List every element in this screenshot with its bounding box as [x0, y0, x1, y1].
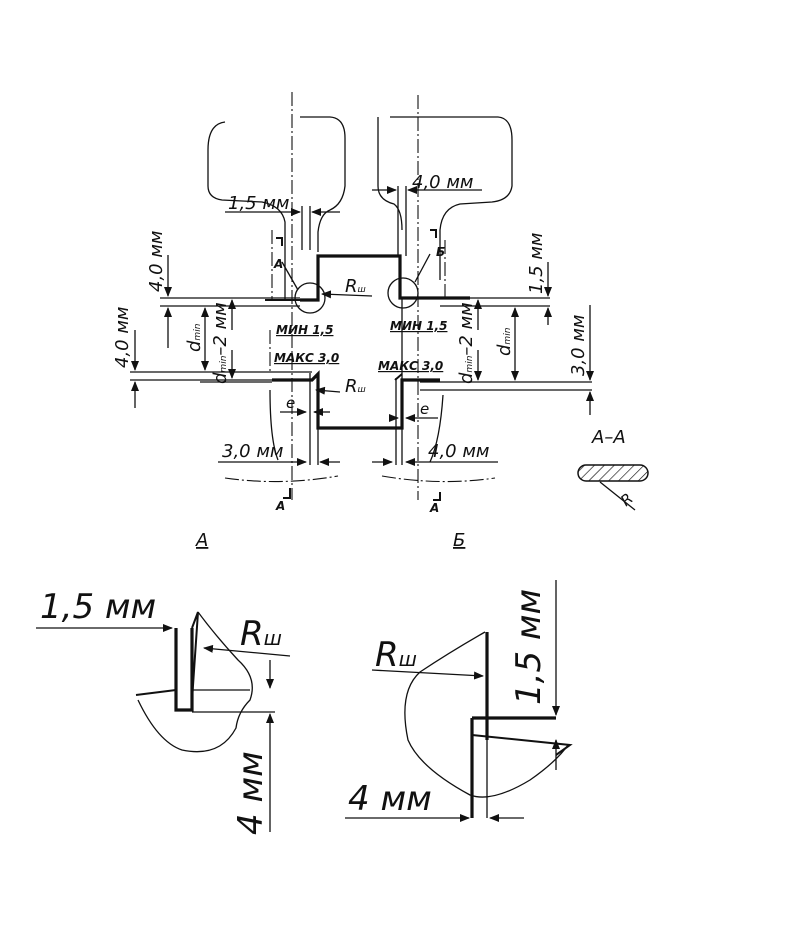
callout-b: Б — [436, 245, 445, 259]
e-right: e — [420, 400, 429, 418]
section-radius: R — [617, 489, 637, 509]
view-label-b: Б — [453, 530, 465, 551]
e-left: e — [286, 394, 295, 412]
dim-4-0-top: 4,0 мм — [412, 172, 474, 193]
detail-b-radius: Rш — [375, 635, 417, 675]
detail-b-dim-4: 4 мм — [348, 779, 432, 819]
label-min-left: МИН 1,5 — [276, 323, 333, 337]
callout-a: A — [273, 257, 283, 271]
detail-a-radius: Rш — [240, 614, 282, 654]
flangeway-profile — [265, 254, 470, 465]
r-upper: Rш — [345, 276, 366, 297]
view-label-a: А — [195, 530, 208, 551]
dim-3-0-bottom: 3,0 мм — [222, 441, 284, 462]
label-min-right: МИН 1,5 — [390, 319, 447, 333]
section-mark-right: A — [429, 501, 439, 515]
rail-right-outline — [377, 116, 513, 463]
detail-a-drawing — [36, 611, 291, 832]
dim-4-0-far-left-vertical: 4,0 мм — [112, 306, 133, 368]
dim-dmin-right: dmin — [494, 327, 515, 356]
dimension-lines — [130, 186, 594, 501]
rail-left-outline — [207, 116, 346, 461]
detail-a-dim-4: 4 мм — [231, 751, 271, 835]
dim-4-0-left-vertical: 4,0 мм — [146, 230, 167, 292]
dim-1-5-left: 1,5 мм — [228, 193, 290, 214]
dim-4-0-bottom: 4,0 мм — [428, 441, 490, 462]
r-lower: Rш — [345, 376, 366, 397]
dim-dmin-minus-2-right: dmin–2 мм — [456, 302, 477, 384]
detail-b-dim-1-5: 1,5 мм — [509, 589, 549, 705]
dim-3-0-right-vertical: 3,0 мм — [568, 314, 589, 376]
dim-1-5-right-vertical: 1,5 мм — [526, 232, 547, 294]
label-max-left: МАКС 3,0 — [274, 351, 339, 365]
detail-circle-b — [387, 277, 419, 309]
dim-dmin-minus-2-left: dmin–2 мм — [210, 302, 231, 384]
section-a-a — [577, 464, 649, 511]
label-max-right: МАКС 3,0 — [378, 359, 443, 373]
detail-a-dim-1-5: 1,5 мм — [40, 587, 156, 627]
detail-b-drawing — [345, 580, 573, 822]
wheel-arc-left — [224, 475, 339, 483]
wheel-arc-right — [381, 475, 496, 483]
section-title: А–А — [591, 427, 626, 448]
dim-dmin-left: dmin — [184, 323, 205, 352]
section-mark-left: A — [275, 499, 285, 513]
